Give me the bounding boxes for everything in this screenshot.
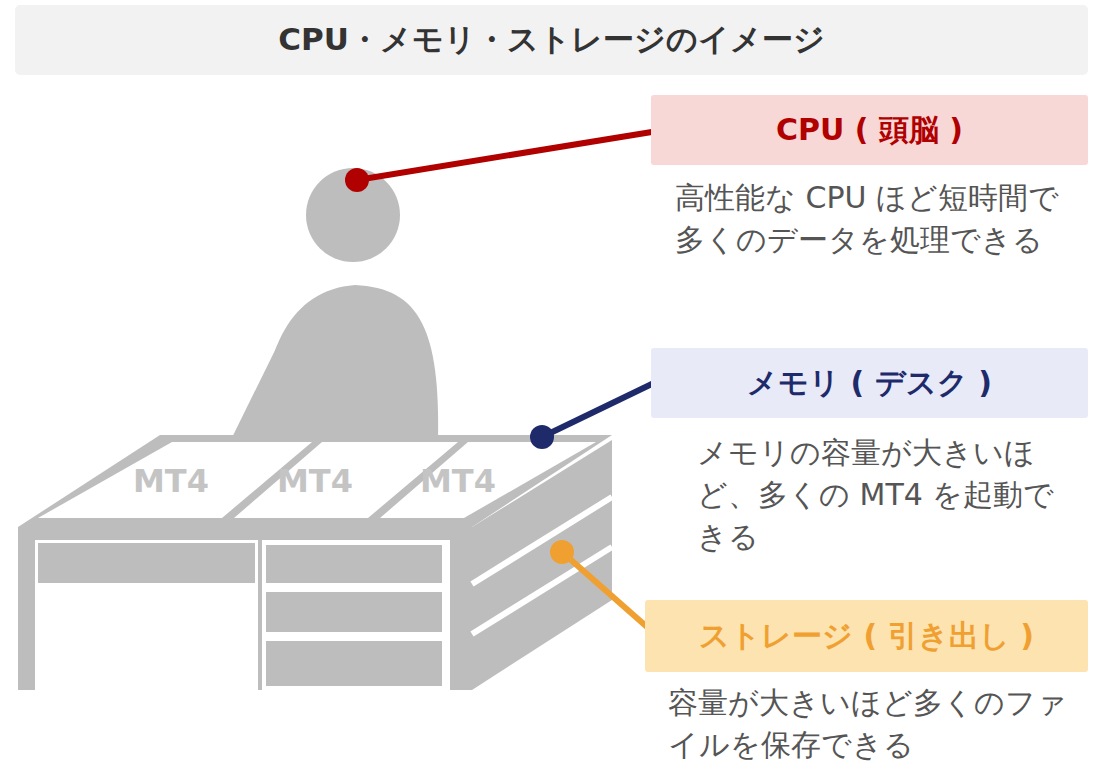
drawer (266, 592, 442, 632)
callout-box: メモリ ( デスク ) メモリの容量が大きいほど、多くの MT4 を起動できる (651, 348, 1088, 558)
desk-leg (18, 540, 35, 690)
leader-line (542, 381, 658, 437)
drawer (266, 545, 442, 583)
callout-box: CPU ( 頭脳 ) 高性能な CPU ほど短時間で多くのデータを処理できる (651, 95, 1088, 261)
desk-leg (450, 540, 472, 690)
callout-heading: ストレージ ( 引き出し ) (645, 600, 1088, 672)
leader-dot (345, 168, 369, 192)
callout-body: メモリの容量が大きいほど、多くの MT4 を起動できる (697, 432, 1072, 558)
callout-heading: CPU ( 頭脳 ) (651, 95, 1088, 165)
leader-dot (550, 540, 574, 564)
callout-body: 容量が大きいほど多くのファイルを保存できる (668, 682, 1088, 766)
callout-heading: メモリ ( デスク ) (651, 348, 1088, 418)
paper-label: MT4 (420, 462, 496, 500)
leader-line (357, 130, 664, 180)
leader-dot (530, 425, 554, 449)
drawer (266, 641, 442, 686)
desk (18, 435, 612, 690)
drawer-line (472, 547, 612, 634)
drawer-line (472, 497, 612, 584)
callout-box: ストレージ ( 引き出し ) 容量が大きいほど多くのファイルを保存できる (645, 600, 1088, 766)
leaders (345, 130, 664, 634)
drawer (38, 543, 255, 583)
desk-leg (258, 540, 262, 690)
paper-label: MT4 (277, 462, 353, 500)
desk-rail (18, 527, 472, 540)
head (306, 168, 400, 262)
title-text: CPU・メモリ・ストレージのイメージ (15, 5, 1088, 75)
paper-label: MT4 (133, 462, 209, 500)
callout-body: 高性能な CPU ほど短時間で多くのデータを処理できる (675, 177, 1075, 261)
person (218, 168, 438, 476)
leader-line (562, 552, 655, 634)
drawer-lines (472, 497, 612, 634)
